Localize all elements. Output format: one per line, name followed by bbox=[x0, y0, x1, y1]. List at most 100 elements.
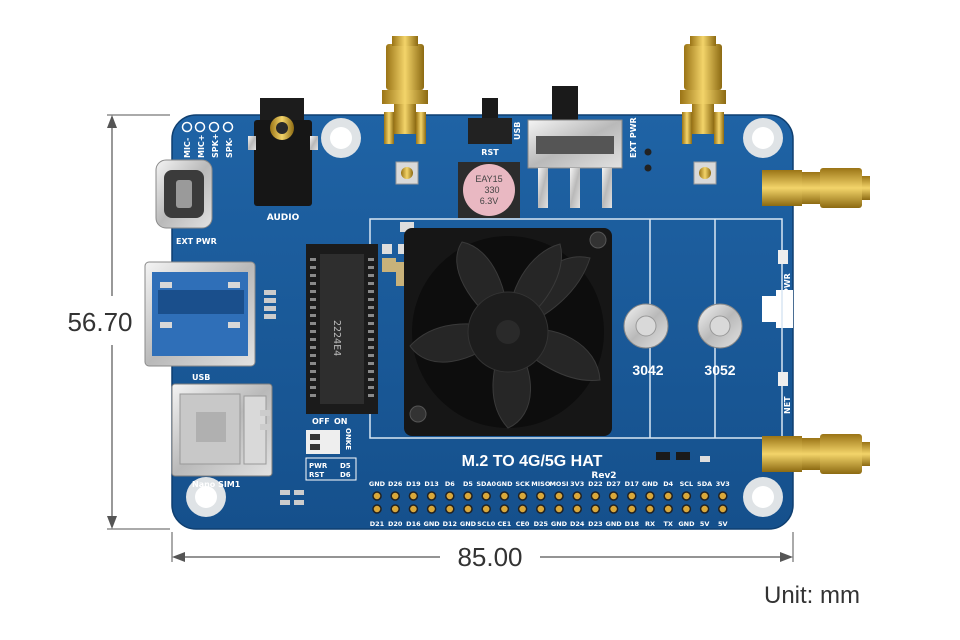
cooling-fan bbox=[404, 228, 612, 436]
usb-left-label: USB bbox=[192, 373, 210, 382]
gpio-pin bbox=[390, 491, 400, 501]
gpio-top-label: SCL bbox=[680, 480, 694, 488]
gpio-top-label: GND bbox=[369, 480, 386, 488]
gpio-pins bbox=[372, 491, 728, 514]
pwr-led-label: PWR bbox=[783, 273, 792, 294]
gpio-pin bbox=[699, 504, 710, 514]
slot-3052-label: 3052 bbox=[704, 362, 735, 378]
smd-components-left bbox=[260, 290, 304, 505]
gpio-top-label: SDA bbox=[697, 480, 712, 488]
ext-pwr-switch-label: EXT PWR bbox=[629, 117, 638, 158]
usb-switch-label: USB bbox=[513, 122, 522, 140]
gpio-pin bbox=[572, 504, 582, 514]
m2-key-label: 2224E4 bbox=[331, 320, 342, 356]
gpio-pin bbox=[554, 504, 564, 514]
gpio-bottom-label: TX bbox=[663, 520, 672, 528]
pwr-label: PWR bbox=[309, 462, 328, 470]
gpio-top-label: MOSI bbox=[549, 480, 568, 488]
gpio-top-label: 3V3 bbox=[716, 480, 730, 488]
d6-label: D6 bbox=[340, 471, 351, 479]
ufl-connectors bbox=[395, 161, 717, 185]
gpio-top-label: D27 bbox=[606, 480, 620, 488]
board-title: M.2 TO 4G/5G HAT bbox=[462, 453, 603, 470]
m2-standoffs: 3042 3052 bbox=[623, 303, 743, 378]
gpio-bottom-label: D12 bbox=[443, 520, 457, 528]
gpio-bottom-label: 5V bbox=[700, 520, 710, 528]
gpio-pin bbox=[481, 491, 491, 501]
gpio-bottom-label: GND bbox=[606, 520, 623, 528]
cap-line-2: 330 bbox=[484, 185, 499, 195]
gpio-bottom-label: D20 bbox=[388, 520, 403, 528]
net-led-label: NET bbox=[783, 396, 792, 414]
rst-button: RST bbox=[468, 98, 512, 157]
nano-sim-label: Nano SIM1 bbox=[192, 480, 241, 489]
width-label: 85.00 bbox=[457, 542, 522, 572]
gpio-top-label: D17 bbox=[625, 480, 639, 488]
sma-antenna-right-1 bbox=[762, 168, 870, 208]
electrolytic-capacitor: EAY15 330 6.3V bbox=[458, 162, 520, 218]
sma-antenna-top-2 bbox=[680, 36, 726, 144]
smd-components-title bbox=[656, 452, 710, 462]
width-dimension: 85.00 bbox=[171, 532, 794, 572]
gpio-pin bbox=[572, 491, 582, 501]
sma-antenna-right-2 bbox=[762, 434, 870, 474]
gpio-pin bbox=[718, 491, 728, 501]
gpio-bottom-label: CE1 bbox=[498, 520, 512, 528]
gpio-pin bbox=[718, 504, 728, 514]
gpio-pin bbox=[681, 504, 692, 514]
gpio-pin bbox=[645, 504, 655, 514]
gpio-top-label: GND bbox=[496, 480, 513, 488]
gpio-pin bbox=[517, 504, 528, 514]
gpio-bottom-label: GND bbox=[678, 520, 695, 528]
gpio-pin bbox=[517, 491, 528, 501]
gpio-top-label: D22 bbox=[588, 480, 602, 488]
d5-label: D5 bbox=[340, 462, 351, 470]
sma-antenna-top-1 bbox=[382, 36, 428, 144]
gpio-bottom-label: D21 bbox=[370, 520, 385, 528]
status-leds: PWR NET bbox=[644, 148, 792, 414]
gpio-top-label: D6 bbox=[445, 480, 455, 488]
gpio-bottom-label: D16 bbox=[406, 520, 421, 528]
gpio-top-label: 3V3 bbox=[570, 480, 584, 488]
gpio-bottom-label: SCL0 bbox=[477, 520, 496, 528]
usb-a-port: USB bbox=[144, 261, 256, 382]
gpio-pin bbox=[463, 504, 473, 514]
height-dimension: 56.70 bbox=[67, 114, 170, 530]
gpio-bottom-label: D23 bbox=[588, 520, 602, 528]
gpio-pin bbox=[445, 504, 455, 514]
mounting-holes bbox=[186, 118, 783, 517]
gpio-pin bbox=[608, 504, 619, 514]
gpio-pin bbox=[627, 504, 637, 514]
nano-sim-slot: Nano SIM1 bbox=[171, 383, 273, 489]
gpio-pin bbox=[481, 504, 491, 514]
gpio-pin bbox=[627, 491, 637, 501]
gpio-pin bbox=[372, 504, 382, 514]
gpio-bottom-label: GND bbox=[424, 520, 441, 528]
slot-3042-label: 3042 bbox=[632, 362, 663, 378]
dip-switch: OFF ON ONKE PWR RST D5 D6 bbox=[305, 417, 357, 481]
gpio-pin bbox=[663, 504, 673, 514]
gpio-bottom-label: D25 bbox=[534, 520, 549, 528]
gpio-bottom-label: D24 bbox=[570, 520, 585, 528]
gpio-pin bbox=[554, 491, 564, 501]
spk-plus-label: SPK+ bbox=[211, 133, 220, 158]
m2-socket: 2224E4 bbox=[306, 244, 378, 414]
gpio-pin bbox=[426, 491, 437, 501]
gpio-pin bbox=[536, 504, 546, 514]
gpio-bottom-label: CE0 bbox=[516, 520, 530, 528]
unit-label: Unit: mm bbox=[764, 582, 860, 609]
gpio-pin bbox=[590, 504, 601, 514]
cap-line-1: EAY15 bbox=[475, 174, 502, 184]
power-slide-switch: USB EXT PWR bbox=[513, 86, 638, 208]
audio-pads: MIC- MIC+ SPK+ SPK- bbox=[181, 121, 234, 158]
gpio-pin bbox=[463, 491, 473, 501]
board-revision: Rev2 bbox=[591, 471, 616, 481]
gpio-pin bbox=[499, 504, 510, 514]
gpio-top-label: D26 bbox=[388, 480, 403, 488]
cap-line-3: 6.3V bbox=[480, 196, 499, 206]
gpio-pin bbox=[445, 491, 455, 501]
rst-button-label: RST bbox=[481, 148, 499, 157]
gpio-top-label: GND bbox=[642, 480, 659, 488]
